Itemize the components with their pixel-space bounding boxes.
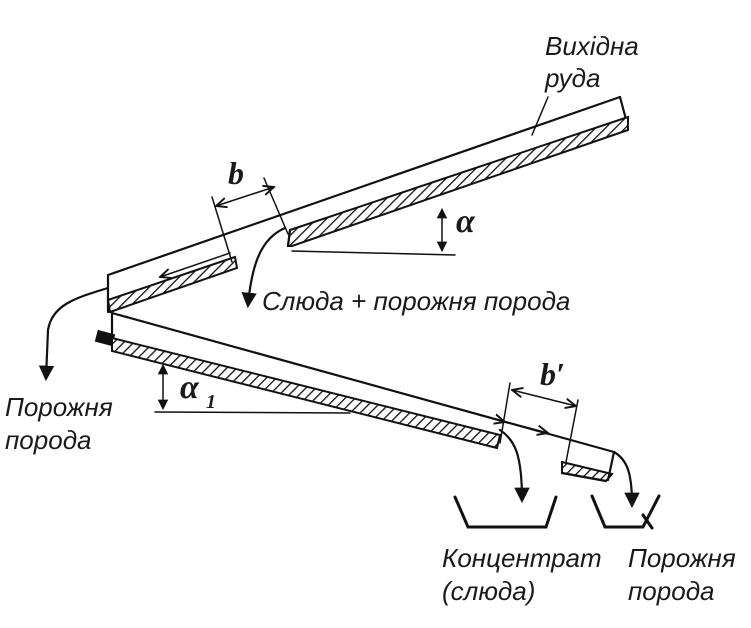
mica-waste-fall-arrow — [241, 226, 287, 309]
upper-chute — [106, 95, 630, 314]
angle-alpha1 — [154, 363, 351, 414]
label-mica-waste: Слюда + порожня порода — [262, 286, 570, 316]
label-waste-left-2: порода — [5, 425, 92, 455]
right-waste-fall-arrow — [612, 450, 640, 509]
label-b: b — [228, 155, 244, 191]
label-waste-right-1: Порожня — [628, 543, 736, 573]
waste-bin — [590, 494, 661, 530]
label-waste-right-2: порода — [628, 576, 715, 606]
dimension-b — [211, 177, 289, 263]
lower-flow-arrow-1 — [469, 411, 505, 422]
concentrate-fall-arrow — [498, 428, 530, 504]
label-alpha: α — [456, 203, 476, 240]
label-input-ore-2: руда — [544, 63, 600, 93]
label-input-ore-1: Вихідна — [545, 31, 639, 61]
angle-alpha — [291, 207, 456, 256]
upper-flow-arrow — [160, 252, 231, 277]
upper-plate-left — [106, 255, 239, 314]
label-b-prime: b′ — [540, 356, 565, 392]
input-ore-leader — [531, 96, 549, 136]
label-alpha1: α — [180, 369, 200, 406]
lower-flow-arrow-2 — [509, 422, 548, 433]
concentrate-bin — [453, 495, 558, 529]
label-concentrate-1: Концентрат — [442, 543, 602, 573]
dimension-b-prime — [499, 382, 579, 463]
lower-plate-left — [111, 336, 502, 450]
label-concentrate-2: (слюда) — [442, 576, 535, 606]
label-waste-left-1: Порожня — [5, 392, 113, 422]
joint-block — [94, 329, 116, 347]
label-alpha1-sub: 1 — [206, 391, 216, 413]
left-waste-arrow — [38, 286, 110, 382]
